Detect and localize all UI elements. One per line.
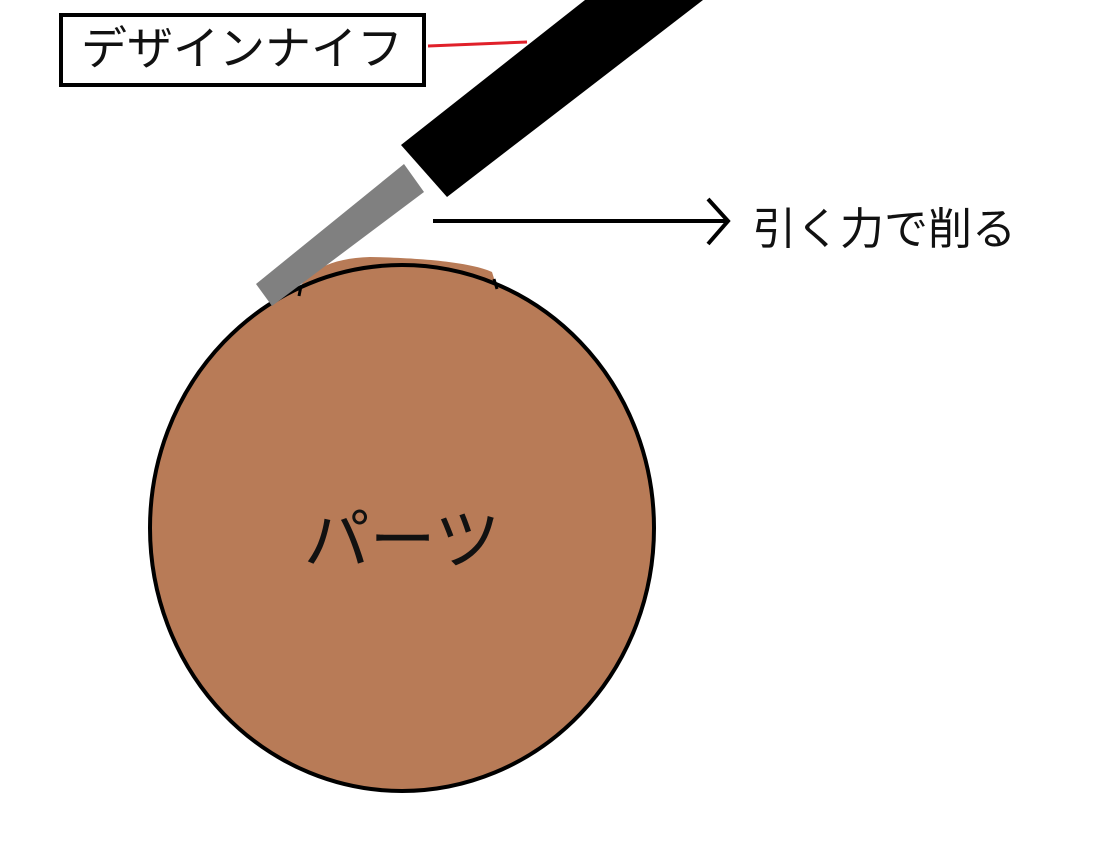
knife-label-box: デザインナイフ — [59, 13, 426, 87]
action-label: 引く力で削る — [752, 204, 1016, 255]
part-edge-mark-left — [297, 285, 303, 297]
knife-label-border — [59, 13, 426, 87]
pull-arrow — [433, 197, 731, 246]
pull-arrow-head — [706, 197, 731, 246]
part-edge-mark-right — [492, 278, 499, 290]
part: パーツ — [148, 257, 656, 793]
knife-handle — [401, 0, 703, 197]
part-label: パーツ — [304, 502, 501, 579]
knife-leader-line — [427, 40, 528, 48]
part-circle — [148, 263, 656, 793]
design-knife — [256, 0, 703, 306]
knife-label: デザインナイフ — [81, 22, 403, 76]
knife-blade — [256, 164, 424, 306]
